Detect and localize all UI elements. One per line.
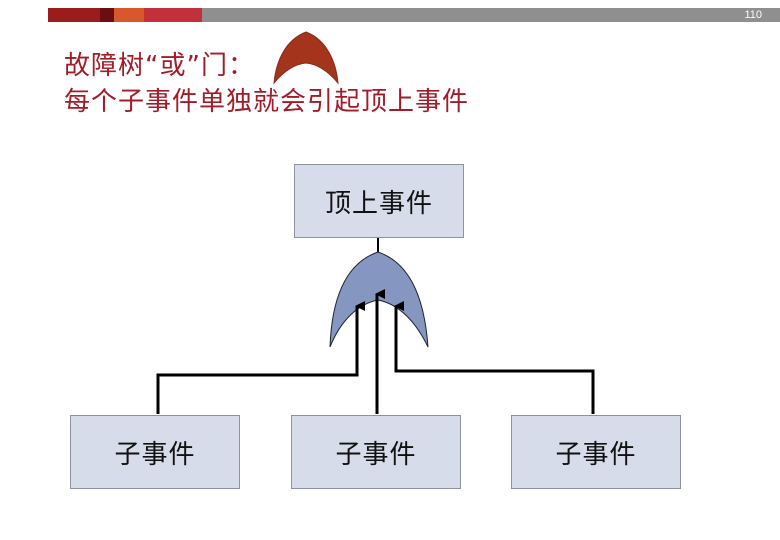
band-segment xyxy=(114,8,144,22)
band-segment xyxy=(48,8,100,22)
band-segment xyxy=(144,8,202,22)
top-event-label: 顶上事件 xyxy=(324,188,433,219)
top-color-band xyxy=(48,8,780,22)
child-event-label: 子事件 xyxy=(335,439,417,470)
or-gate-icon xyxy=(329,251,429,348)
band-segment xyxy=(100,8,114,22)
child-event-box: 子事件 xyxy=(511,415,681,489)
child-event-label: 子事件 xyxy=(114,439,196,470)
right-arrow xyxy=(394,301,595,414)
top-event-box: 顶上事件 xyxy=(294,164,464,238)
child-event-box: 子事件 xyxy=(70,415,240,489)
slide-title: 故障树“或”门： 每个子事件单独就会引起顶上事件 xyxy=(64,48,469,120)
page-number: 110 xyxy=(744,9,762,21)
child-event-label: 子事件 xyxy=(555,439,637,470)
title-line-2: 每个子事件单独就会引起顶上事件 xyxy=(64,87,470,117)
band-segment xyxy=(202,8,780,22)
or-gate-icon xyxy=(273,31,339,85)
left-arrow xyxy=(156,301,365,414)
title-line-1: 故障树“或”门： xyxy=(64,51,255,81)
child-event-box: 子事件 xyxy=(291,415,461,489)
